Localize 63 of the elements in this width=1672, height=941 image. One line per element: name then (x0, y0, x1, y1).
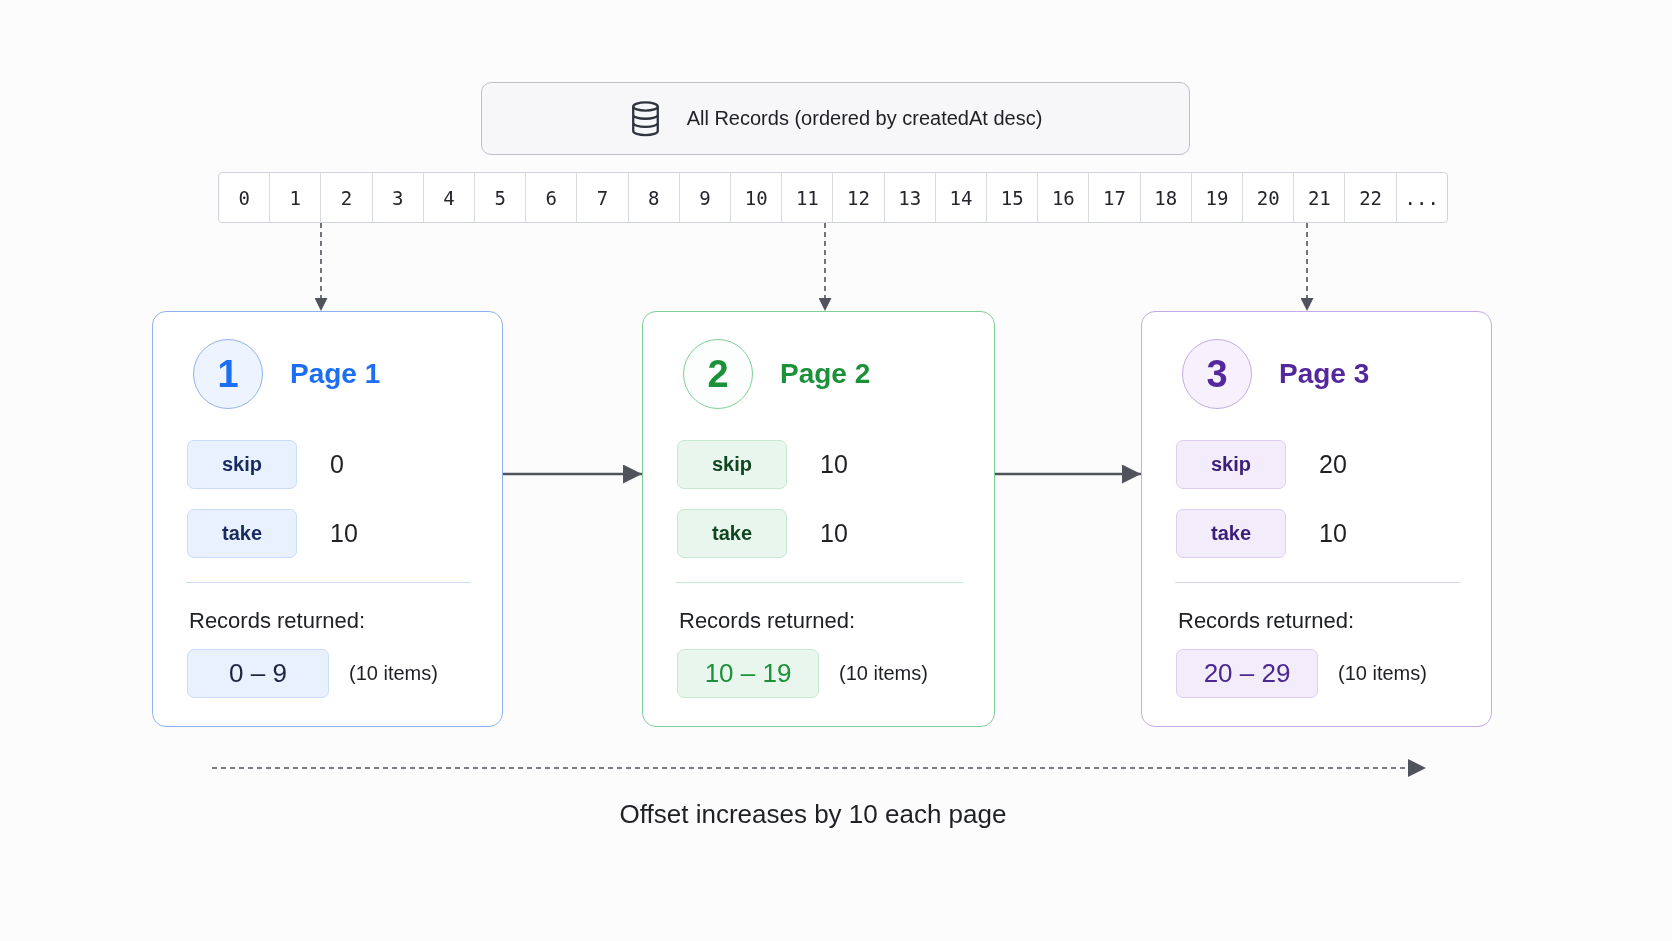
record-index-cell: 1 (269, 173, 321, 222)
parameter-value: 20 (1319, 449, 1347, 480)
dashed-arrow (314, 222, 328, 312)
page-number-circle: 3 (1182, 339, 1252, 409)
dashed-arrow (1300, 222, 1314, 312)
record-index-cell: 8 (627, 173, 679, 222)
parameter-tag: skip (187, 440, 297, 489)
parameter-tag: skip (677, 440, 787, 489)
page-number-circle: 2 (683, 339, 753, 409)
record-index-cell: 12 (832, 173, 884, 222)
caption-text: Offset increases by 10 each page (619, 798, 1007, 830)
item-count-text: (10 items) (349, 661, 438, 686)
records-header-box (481, 82, 1190, 155)
record-index-cell: 15 (986, 173, 1038, 222)
parameter-value: 0 (330, 449, 344, 480)
parameter-value: 10 (1319, 518, 1347, 549)
record-range-tag: 0 – 9 (187, 649, 329, 698)
parameter-value: 10 (330, 518, 358, 549)
parameter-value: 10 (820, 518, 848, 549)
records-returned-label: Records returned: (189, 608, 366, 634)
record-index-cell: 22 (1344, 173, 1396, 222)
flow-arrow (503, 464, 642, 484)
parameter-tag: take (1176, 509, 1286, 558)
parameter-value: 10 (820, 449, 848, 480)
parameter-tag: take (677, 509, 787, 558)
record-index-cell: 14 (934, 173, 987, 222)
page-title: Page 3 (1279, 357, 1370, 391)
page-card (152, 311, 503, 727)
record-index-cell: 9 (678, 173, 731, 222)
record-index-cell: 6 (525, 173, 577, 222)
record-range-tag: 20 – 29 (1176, 649, 1318, 698)
page-title: Page 1 (290, 357, 381, 391)
records-returned-label: Records returned: (1178, 608, 1355, 634)
page-title: Page 2 (780, 357, 871, 391)
item-count-text: (10 items) (839, 661, 928, 686)
record-index-cell: 17 (1088, 173, 1140, 222)
parameter-tag: take (187, 509, 297, 558)
record-index-cell: 16 (1037, 173, 1089, 222)
page-card (642, 311, 995, 727)
record-index-cell: ... (1395, 173, 1447, 222)
record-index-strip (218, 172, 1448, 223)
record-index-cell: 4 (422, 173, 474, 222)
page-number-circle: 1 (193, 339, 263, 409)
record-index-cell: 20 (1242, 173, 1294, 222)
record-index-cell: 19 (1190, 173, 1243, 222)
header-title: All Records (ordered by createdAt desc) (686, 107, 1043, 130)
record-index-cell: 0 (219, 173, 270, 222)
record-index-cell: 21 (1293, 173, 1345, 222)
record-index-cell: 10 (730, 173, 782, 222)
record-index-cell: 11 (781, 173, 833, 222)
record-index-cell: 2 (320, 173, 372, 222)
page-card (1141, 311, 1492, 727)
record-index-cell: 18 (1139, 173, 1191, 222)
record-index-cell: 13 (883, 173, 935, 222)
flow-arrow (995, 464, 1141, 484)
record-index-cell: 7 (576, 173, 628, 222)
dashed-arrow (818, 222, 832, 312)
parameter-tag: skip (1176, 440, 1286, 489)
item-count-text: (10 items) (1338, 661, 1427, 686)
record-index-cell: 3 (371, 173, 423, 222)
record-index-cell: 5 (474, 173, 526, 222)
record-range-tag: 10 – 19 (677, 649, 819, 698)
records-returned-label: Records returned: (679, 608, 856, 634)
